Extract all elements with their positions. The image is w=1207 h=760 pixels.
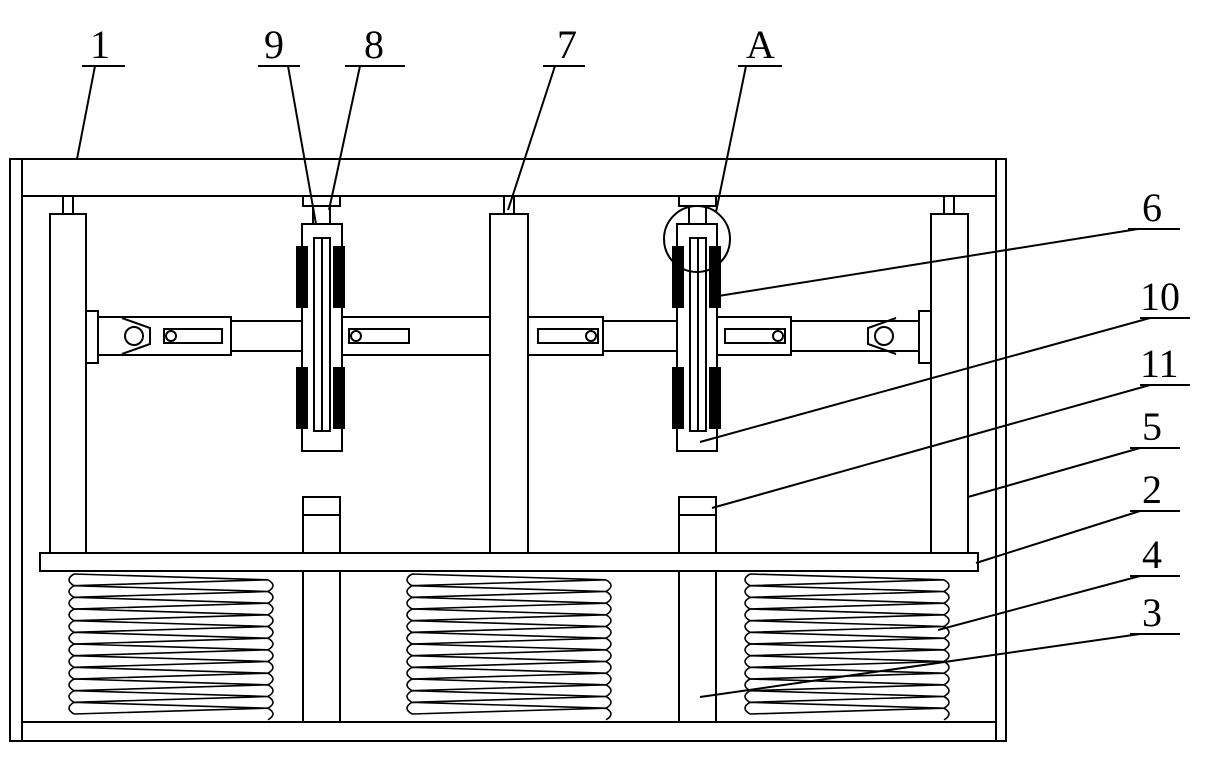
label-7: 7: [557, 22, 577, 67]
label-8: 8: [364, 22, 384, 67]
label-6: 6: [1142, 185, 1162, 230]
label-5: 5: [1142, 404, 1162, 449]
label-3: 3: [1142, 590, 1162, 635]
lifting-plate: [40, 553, 978, 571]
label-10: 10: [1140, 274, 1180, 319]
label-4: 4: [1142, 532, 1162, 577]
label-2: 2: [1142, 467, 1162, 512]
label-1: 1: [90, 22, 110, 67]
label-a: A: [746, 22, 775, 67]
label-9: 9: [264, 22, 284, 67]
label-11: 11: [1140, 341, 1179, 386]
clamp-assembly-left: [296, 196, 345, 451]
